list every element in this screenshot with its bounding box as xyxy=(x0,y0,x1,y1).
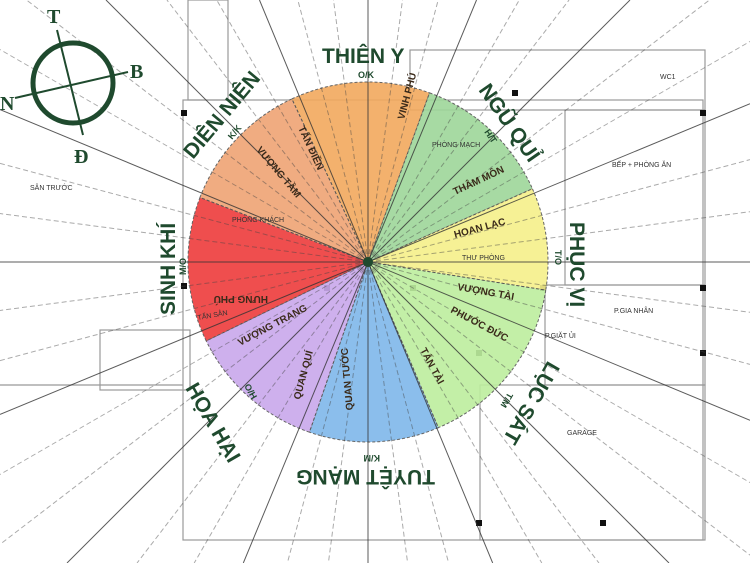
direction-ray xyxy=(367,261,750,421)
direction-ray xyxy=(367,103,750,263)
direction-ray xyxy=(367,261,750,556)
direction-ray xyxy=(259,0,369,263)
direction-ray xyxy=(367,261,450,563)
direction-ray xyxy=(0,261,369,475)
direction-ray xyxy=(297,0,369,263)
direction-phuc-vi: PHỤC VỊ xyxy=(565,222,588,307)
direction-ray xyxy=(193,261,369,563)
direction-ray xyxy=(367,0,631,263)
room-label: THƯ PHÒNG xyxy=(462,253,505,262)
sector-dien-nien xyxy=(199,98,369,263)
direction-tuyet-mang: TUYỆT MẠNG xyxy=(296,465,435,489)
wheel-center xyxy=(363,257,373,267)
direction-ray xyxy=(0,261,369,311)
compass-north-label: T xyxy=(47,6,61,28)
direction-ray xyxy=(367,261,670,563)
direction-ray xyxy=(0,261,369,545)
compass-left-label: N xyxy=(0,93,15,115)
direction-code: M/O xyxy=(178,258,188,275)
room-label: WC1 xyxy=(660,74,676,81)
direction-ray xyxy=(327,261,369,563)
direction-ray xyxy=(0,261,369,415)
room-labels: SÂN TRƯỚC PHÒNG KHÁCH PHÒNG MẠCH THƯ PHÒ… xyxy=(30,74,676,437)
room-label: P.GIẶT ỦI xyxy=(545,331,576,340)
room-label: PHÒNG MẠCH xyxy=(432,140,480,149)
sector-label: HƯNG PHÚ xyxy=(214,293,268,306)
compass-bottom-label: Đ xyxy=(74,146,88,168)
direction-ray xyxy=(367,0,520,263)
direction-code: K/M xyxy=(364,453,381,463)
direction-ray xyxy=(367,261,543,563)
direction-ray xyxy=(367,261,750,483)
direction-ray xyxy=(367,261,409,563)
direction-code: T/O xyxy=(553,250,563,265)
room-label: P.GIA NHÂN xyxy=(614,306,653,315)
direction-ray xyxy=(367,159,750,263)
bagua-wheel xyxy=(187,81,549,443)
compass-rose xyxy=(14,29,129,136)
direction-ray xyxy=(333,0,369,263)
sector-thien-y xyxy=(291,81,431,264)
room-label: GARAGE xyxy=(567,430,597,437)
direction-ray xyxy=(367,0,439,263)
direction-ray xyxy=(367,261,750,313)
room-label: SÂN TRƯỚC xyxy=(30,183,73,192)
direction-sinh-khi: SINH KHÍ xyxy=(157,222,180,315)
direction-hoa-hai: HỌA HẠI xyxy=(181,379,245,467)
sector-luc-sat xyxy=(367,261,547,429)
sector-tuyet-mang xyxy=(308,260,439,443)
direction-ray xyxy=(216,0,369,263)
room-label: BẾP + PHÒNG ĂN xyxy=(612,159,671,169)
compass-right-label: B xyxy=(130,61,143,83)
direction-ray xyxy=(0,49,369,263)
direction-ray xyxy=(367,261,600,563)
direction-ray xyxy=(136,261,369,563)
direction-ray xyxy=(367,0,403,263)
direction-ray xyxy=(66,261,369,563)
direction-ray xyxy=(0,213,369,263)
direction-thien-y: THIÊN Y xyxy=(322,44,404,68)
direction-ray xyxy=(367,261,750,365)
sector-ngu-qui xyxy=(367,92,534,263)
direction-code: O/K xyxy=(358,70,375,80)
sector-hoa-hai xyxy=(205,261,369,433)
direction-ray xyxy=(367,41,750,263)
direction-ray xyxy=(367,261,494,563)
direction-ray xyxy=(242,261,369,563)
direction-ray xyxy=(166,0,369,263)
sector-phuc-vi xyxy=(366,188,549,291)
direction-ray xyxy=(367,0,570,263)
direction-ray xyxy=(0,109,369,263)
direction-ray xyxy=(286,261,369,563)
direction-ray xyxy=(367,0,477,263)
direction-ray xyxy=(105,0,369,263)
direction-ray xyxy=(367,211,750,263)
room-label: PHÒNG KHÁCH xyxy=(232,215,284,224)
